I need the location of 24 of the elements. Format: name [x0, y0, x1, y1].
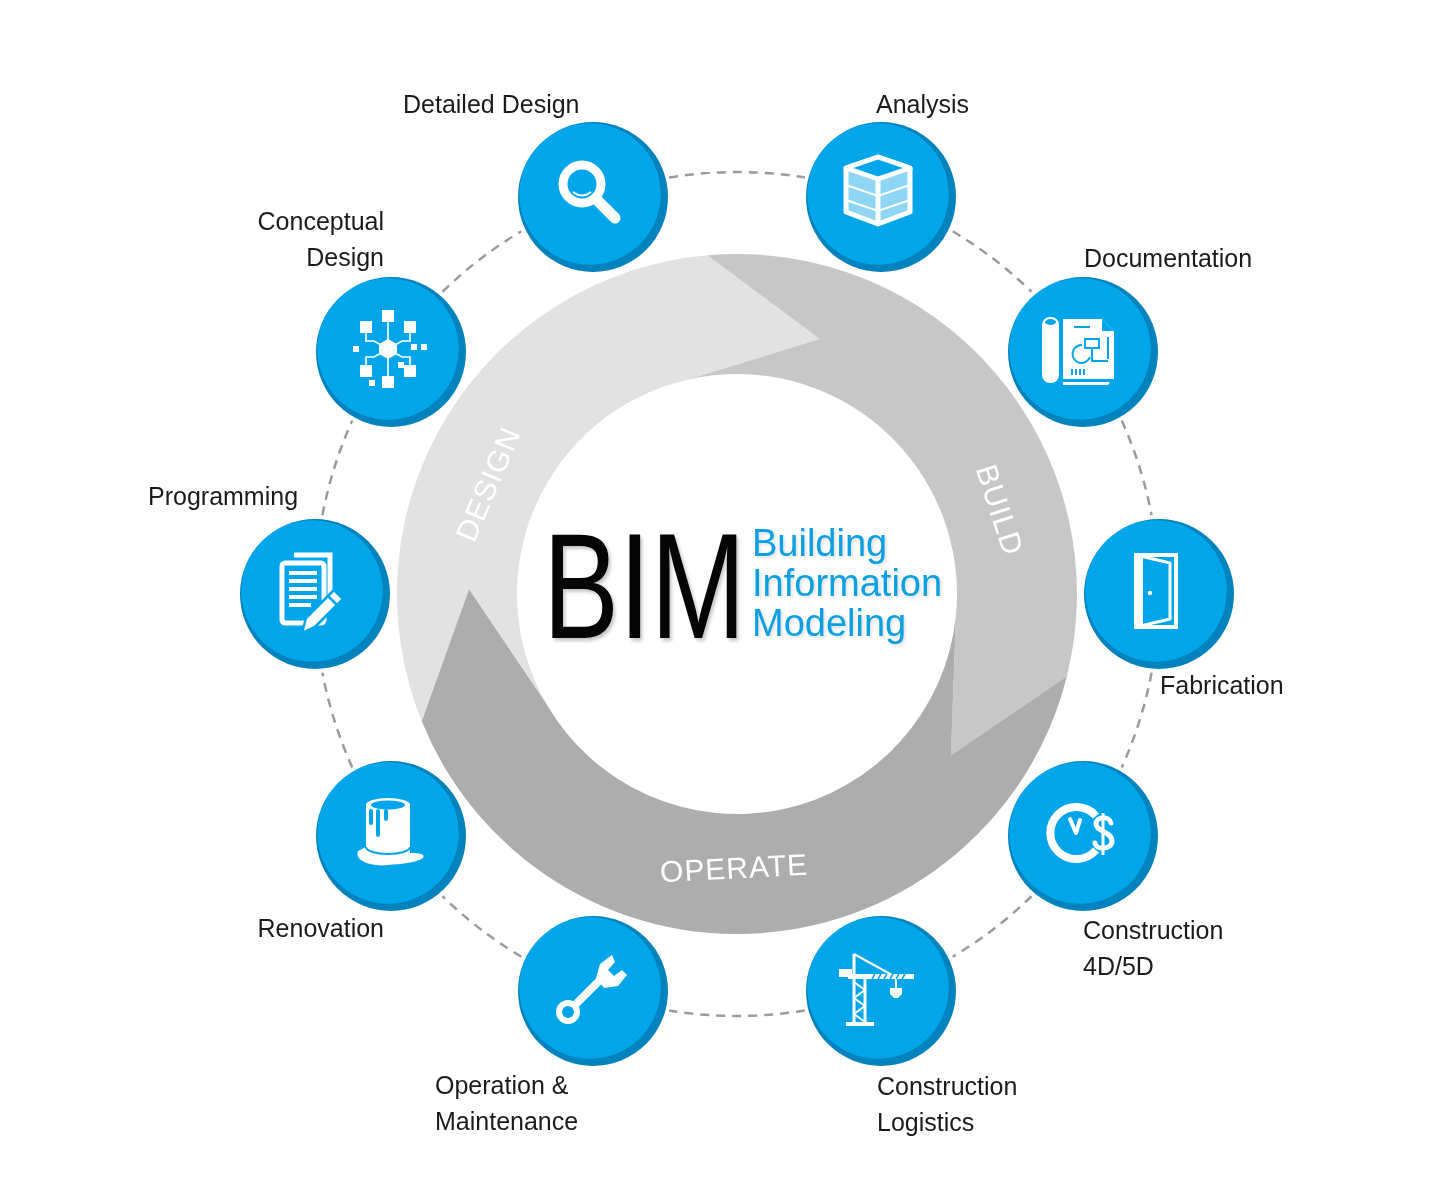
dashed-connector — [952, 230, 1033, 293]
stage-label: Operation & Maintenance — [435, 1070, 580, 1137]
stage-label: Fabrication — [1160, 670, 1284, 701]
stage-label: Programming — [148, 481, 299, 512]
stage-label: Documentation — [1084, 243, 1253, 274]
stage-label: Renovation — [257, 913, 384, 944]
stage-label: Construction 4D/5D — [1083, 915, 1225, 982]
phase-label: BUILD — [969, 460, 1031, 560]
stage-label: Detailed Design — [403, 89, 580, 120]
dashed-connector — [668, 170, 806, 179]
acronym-title: BIM — [543, 511, 746, 661]
expansion-text: Building Information Modeling — [752, 523, 944, 643]
stage-label: Analysis — [876, 89, 970, 120]
dashed-connector — [668, 1009, 806, 1018]
dashed-connector — [1120, 672, 1153, 768]
dashed-connector — [321, 420, 354, 516]
dashed-connector — [321, 672, 354, 768]
dashed-connector — [952, 895, 1033, 958]
dashed-connector — [1120, 420, 1153, 516]
stage-label: Construction Logistics — [877, 1071, 1019, 1138]
phase-label: OPERATE — [659, 847, 809, 889]
stage-label: Conceptual Design — [256, 206, 384, 273]
dashed-connector — [441, 230, 522, 293]
dashed-connector — [441, 895, 522, 958]
